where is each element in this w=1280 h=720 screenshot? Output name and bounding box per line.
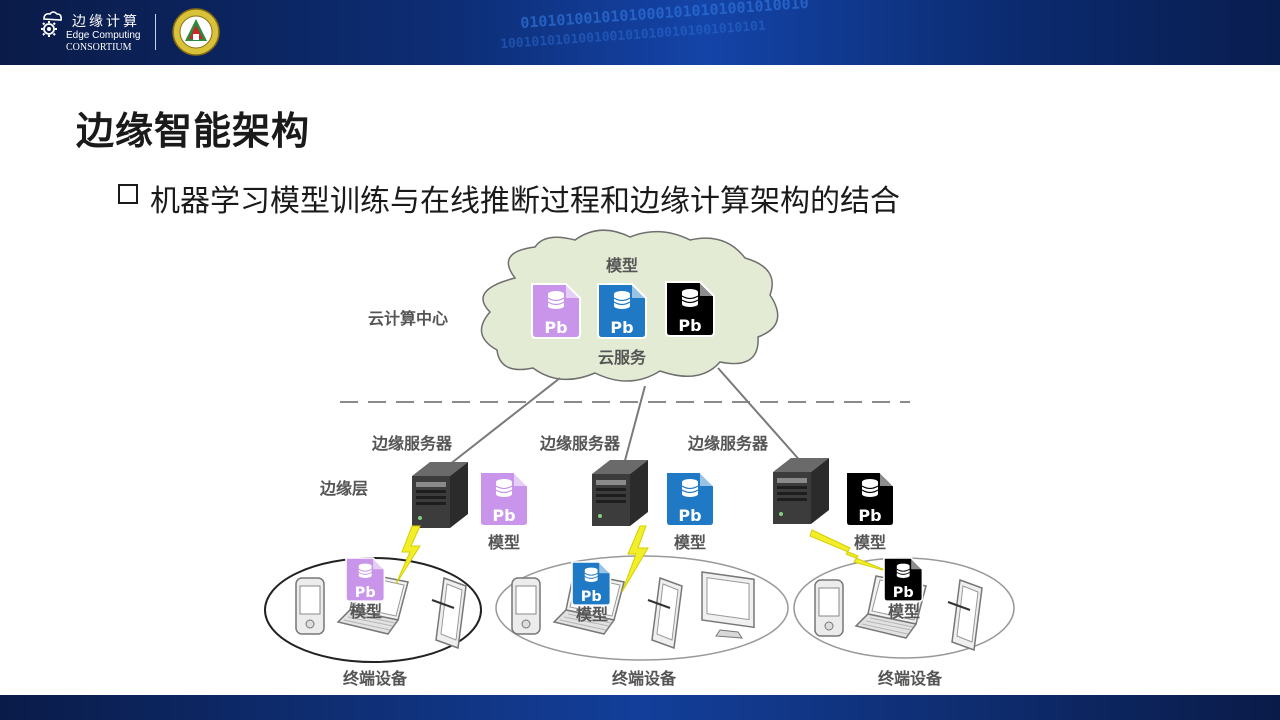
wireless-link-icon — [621, 525, 649, 593]
server-icon — [592, 460, 648, 526]
wireless-link-icon — [809, 529, 891, 573]
footer-bar — [0, 695, 1280, 720]
university-seal-icon — [172, 8, 220, 56]
svg-text:Pb: Pb — [858, 506, 881, 525]
edge-server-label: 边缘服务器 — [371, 434, 453, 453]
edge-model-label: 模型 — [674, 533, 706, 552]
server-icon — [412, 462, 468, 528]
bullet-text: 机器学习模型训练与在线推断过程和边缘计算架构的结合 — [150, 184, 900, 219]
pb-model-icon: Pb — [665, 281, 715, 337]
svg-text:Pb: Pb — [492, 506, 515, 525]
edge-server-label: 边缘服务器 — [687, 434, 769, 453]
svg-text:Pb: Pb — [610, 318, 633, 337]
page-title: 边缘智能架构 — [76, 109, 311, 153]
pb-model-icon: Pb — [665, 471, 715, 527]
logo-english-line1: Edge Computing — [66, 30, 141, 41]
logo-english-line2: CONSORTIUM — [66, 42, 132, 53]
connection-line — [717, 367, 804, 465]
svg-text:Pb: Pb — [678, 316, 701, 335]
edge-server-label: 边缘服务器 — [539, 434, 621, 453]
pb-model-icon: Pb — [479, 471, 529, 527]
cloud-model-label: 模型 — [606, 256, 638, 275]
pb-model-icon: Pb — [845, 471, 895, 527]
cloud-layer-label: 云计算中心 — [368, 309, 448, 328]
device-model-label: 模型 — [888, 602, 920, 621]
edge-layer-label: 边缘层 — [319, 479, 368, 498]
connection-line — [439, 377, 561, 473]
pb-model-icon: Pb — [597, 283, 647, 339]
header-banner: 01010100101010001010101001010010 1001010… — [0, 0, 1280, 65]
device-model-label: 模型 — [350, 602, 382, 621]
cloud-service-label: 云服务 — [598, 348, 647, 367]
edge-model-label: 模型 — [488, 533, 520, 552]
device-group-label: 终端设备 — [343, 669, 408, 688]
pb-model-icon: Pb — [883, 557, 924, 603]
wireless-link-icon — [395, 525, 421, 585]
logo-divider — [155, 14, 156, 50]
device-group-label: 终端设备 — [612, 669, 677, 688]
device-model-label: 模型 — [576, 605, 608, 624]
connection-line — [622, 385, 646, 469]
logo-chinese-text: 边缘计算 — [72, 14, 140, 30]
svg-text:Pb: Pb — [355, 585, 376, 601]
phone-icon — [511, 577, 541, 635]
pb-model-icon: Pb — [345, 557, 386, 603]
edge-model-label: 模型 — [854, 533, 886, 552]
svg-text:Pb: Pb — [581, 589, 602, 605]
pb-model-icon: Pb — [531, 283, 581, 339]
svg-text:Pb: Pb — [893, 585, 914, 601]
gear-cloud-icon — [41, 11, 62, 37]
pb-model-icon: Pb — [571, 561, 612, 607]
svg-text:Pb: Pb — [544, 318, 567, 337]
phone-icon — [814, 579, 844, 637]
server-icon — [773, 458, 829, 524]
device-group-label: 终端设备 — [878, 669, 943, 688]
phone-icon — [295, 577, 325, 635]
svg-text:Pb: Pb — [678, 506, 701, 525]
bullet-square-icon — [118, 184, 138, 204]
